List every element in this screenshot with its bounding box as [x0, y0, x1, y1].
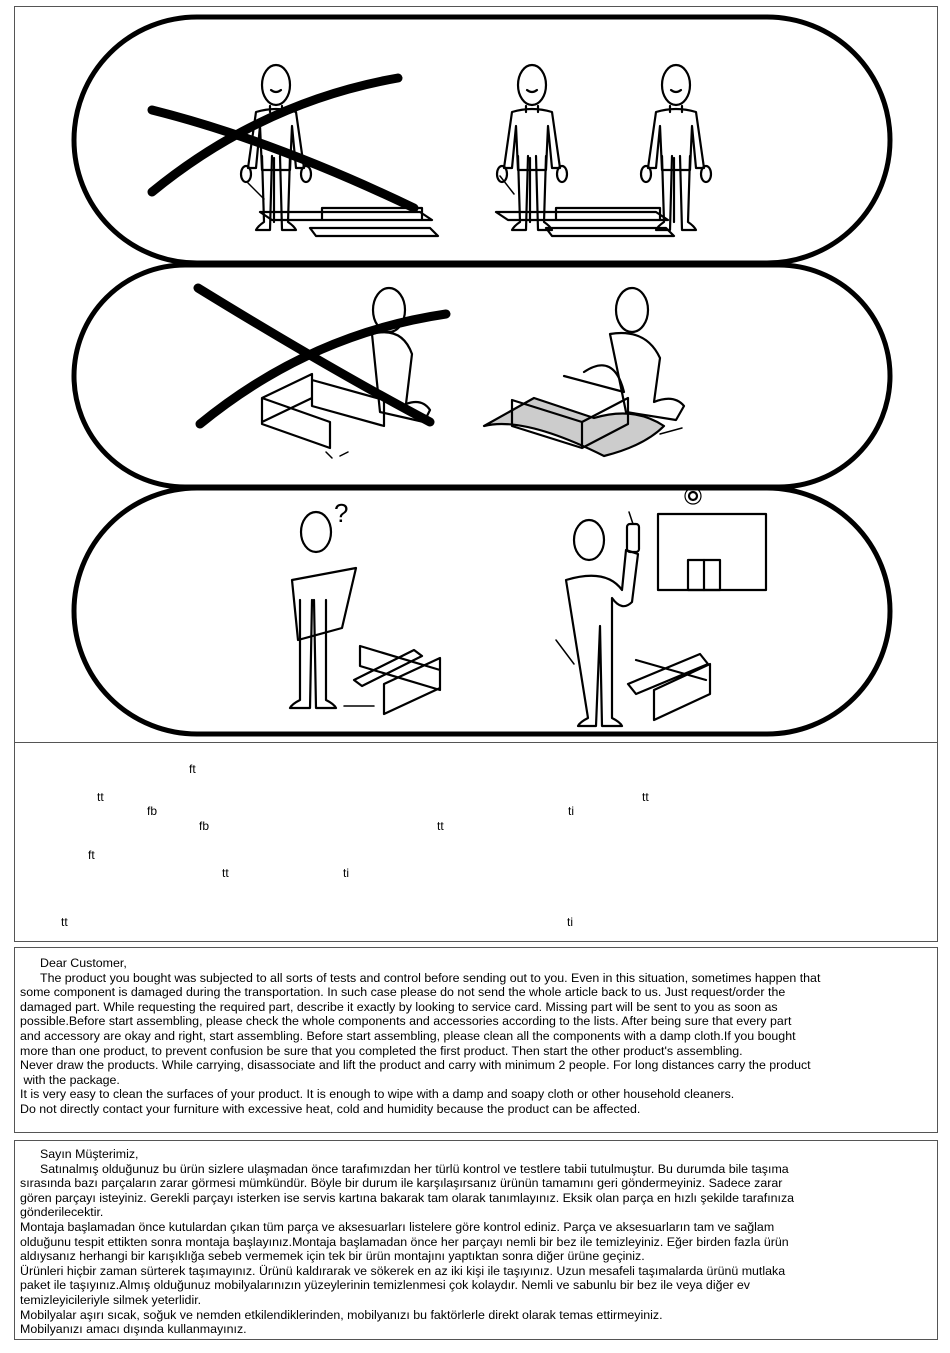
turkish-line: sırasında bazı parçaların zarar görmesi … [20, 1176, 783, 1191]
fragment: tt [97, 790, 104, 804]
fragment: tt [61, 915, 68, 929]
english-line: some component is damaged during the tra… [20, 985, 786, 1000]
scene-pill-3 [71, 485, 893, 737]
english-line: more than one product, to prevent confus… [20, 1043, 743, 1058]
english-notice-box [14, 947, 938, 1133]
scene-3-confused: ? [288, 498, 442, 716]
turkish-notice-box [14, 1140, 938, 1340]
english-line: It is very easy to clean the surfaces of… [20, 1087, 735, 1102]
english-greeting: Dear Customer, [40, 956, 127, 970]
turkish-line: paket ile taşıyınız.Almış olduğunuz mobi… [20, 1278, 751, 1293]
scene-1-wrong [147, 63, 440, 238]
english-line: Never draw the products. While carrying,… [20, 1058, 811, 1073]
scene-2-right [482, 286, 686, 458]
turkish-greeting: Sayın Müşterimiz, [40, 1147, 139, 1161]
fragment: ti [567, 915, 573, 929]
english-notice: Dear Customer, The product you bought wa… [20, 956, 910, 1117]
fragment: ft [88, 848, 95, 862]
turkish-line: temizleyicileriyle silmek yeterlidir. [20, 1292, 202, 1307]
fragment: tt [222, 866, 229, 880]
question-mark-icon: ? [334, 498, 348, 528]
turkish-line: gören parçayı isteyiniz. Gerekli parçayı… [20, 1190, 795, 1205]
ligature-fragments-box [14, 742, 938, 942]
turkish-line: gönderilecektir. [20, 1205, 104, 1220]
turkish-line: Ürünleri hiçbir zaman sürterek taşımayın… [20, 1263, 786, 1278]
fragment: ti [568, 804, 574, 818]
scene-pill-1 [71, 14, 893, 266]
scene-1-right [494, 63, 713, 238]
english-line: damaged part. While requesting the requi… [20, 999, 778, 1014]
turkish-line: Montaja başlamadan önce kutulardan çıkan… [20, 1219, 775, 1234]
english-line: The product you bought was subjected to … [40, 970, 821, 985]
english-line: with the package. [20, 1072, 120, 1087]
turkish-line: olduğunu tespit ettikten sonra montaja b… [20, 1234, 789, 1249]
fragment: tt [437, 819, 444, 833]
turkish-line: aldıysanız herhangi bir karışıklığa sebe… [20, 1249, 645, 1264]
turkish-line: Satınalmış olduğunuz bu ürün sizlere ula… [40, 1161, 789, 1176]
fragment: tt [642, 790, 649, 804]
fragment: fb [199, 819, 210, 833]
scene-pill-2 [71, 262, 893, 490]
scene-3-call-service [555, 487, 768, 728]
english-line: possible.Before start assembling, please… [20, 1014, 792, 1029]
fragment: fb [147, 804, 158, 818]
turkish-notice: Sayın Müşterimiz, Satınalmış olduğunuz b… [20, 1147, 910, 1337]
turkish-line: Mobilyalar aşırı sıcak, soğuk ve nemden … [20, 1307, 663, 1322]
illustration-panel [14, 6, 938, 742]
fragment: ft [189, 762, 196, 776]
english-line: and accessory are okay and right, start … [20, 1028, 796, 1043]
turkish-line: Mobilyanızı amacı dışında kullanmayınız. [20, 1322, 247, 1337]
scene-2-wrong [193, 283, 451, 459]
assembly-illustrations: ? [71, 14, 893, 737]
english-line: Do not directly contact your furniture w… [20, 1101, 641, 1116]
fragment: ti [343, 866, 349, 880]
